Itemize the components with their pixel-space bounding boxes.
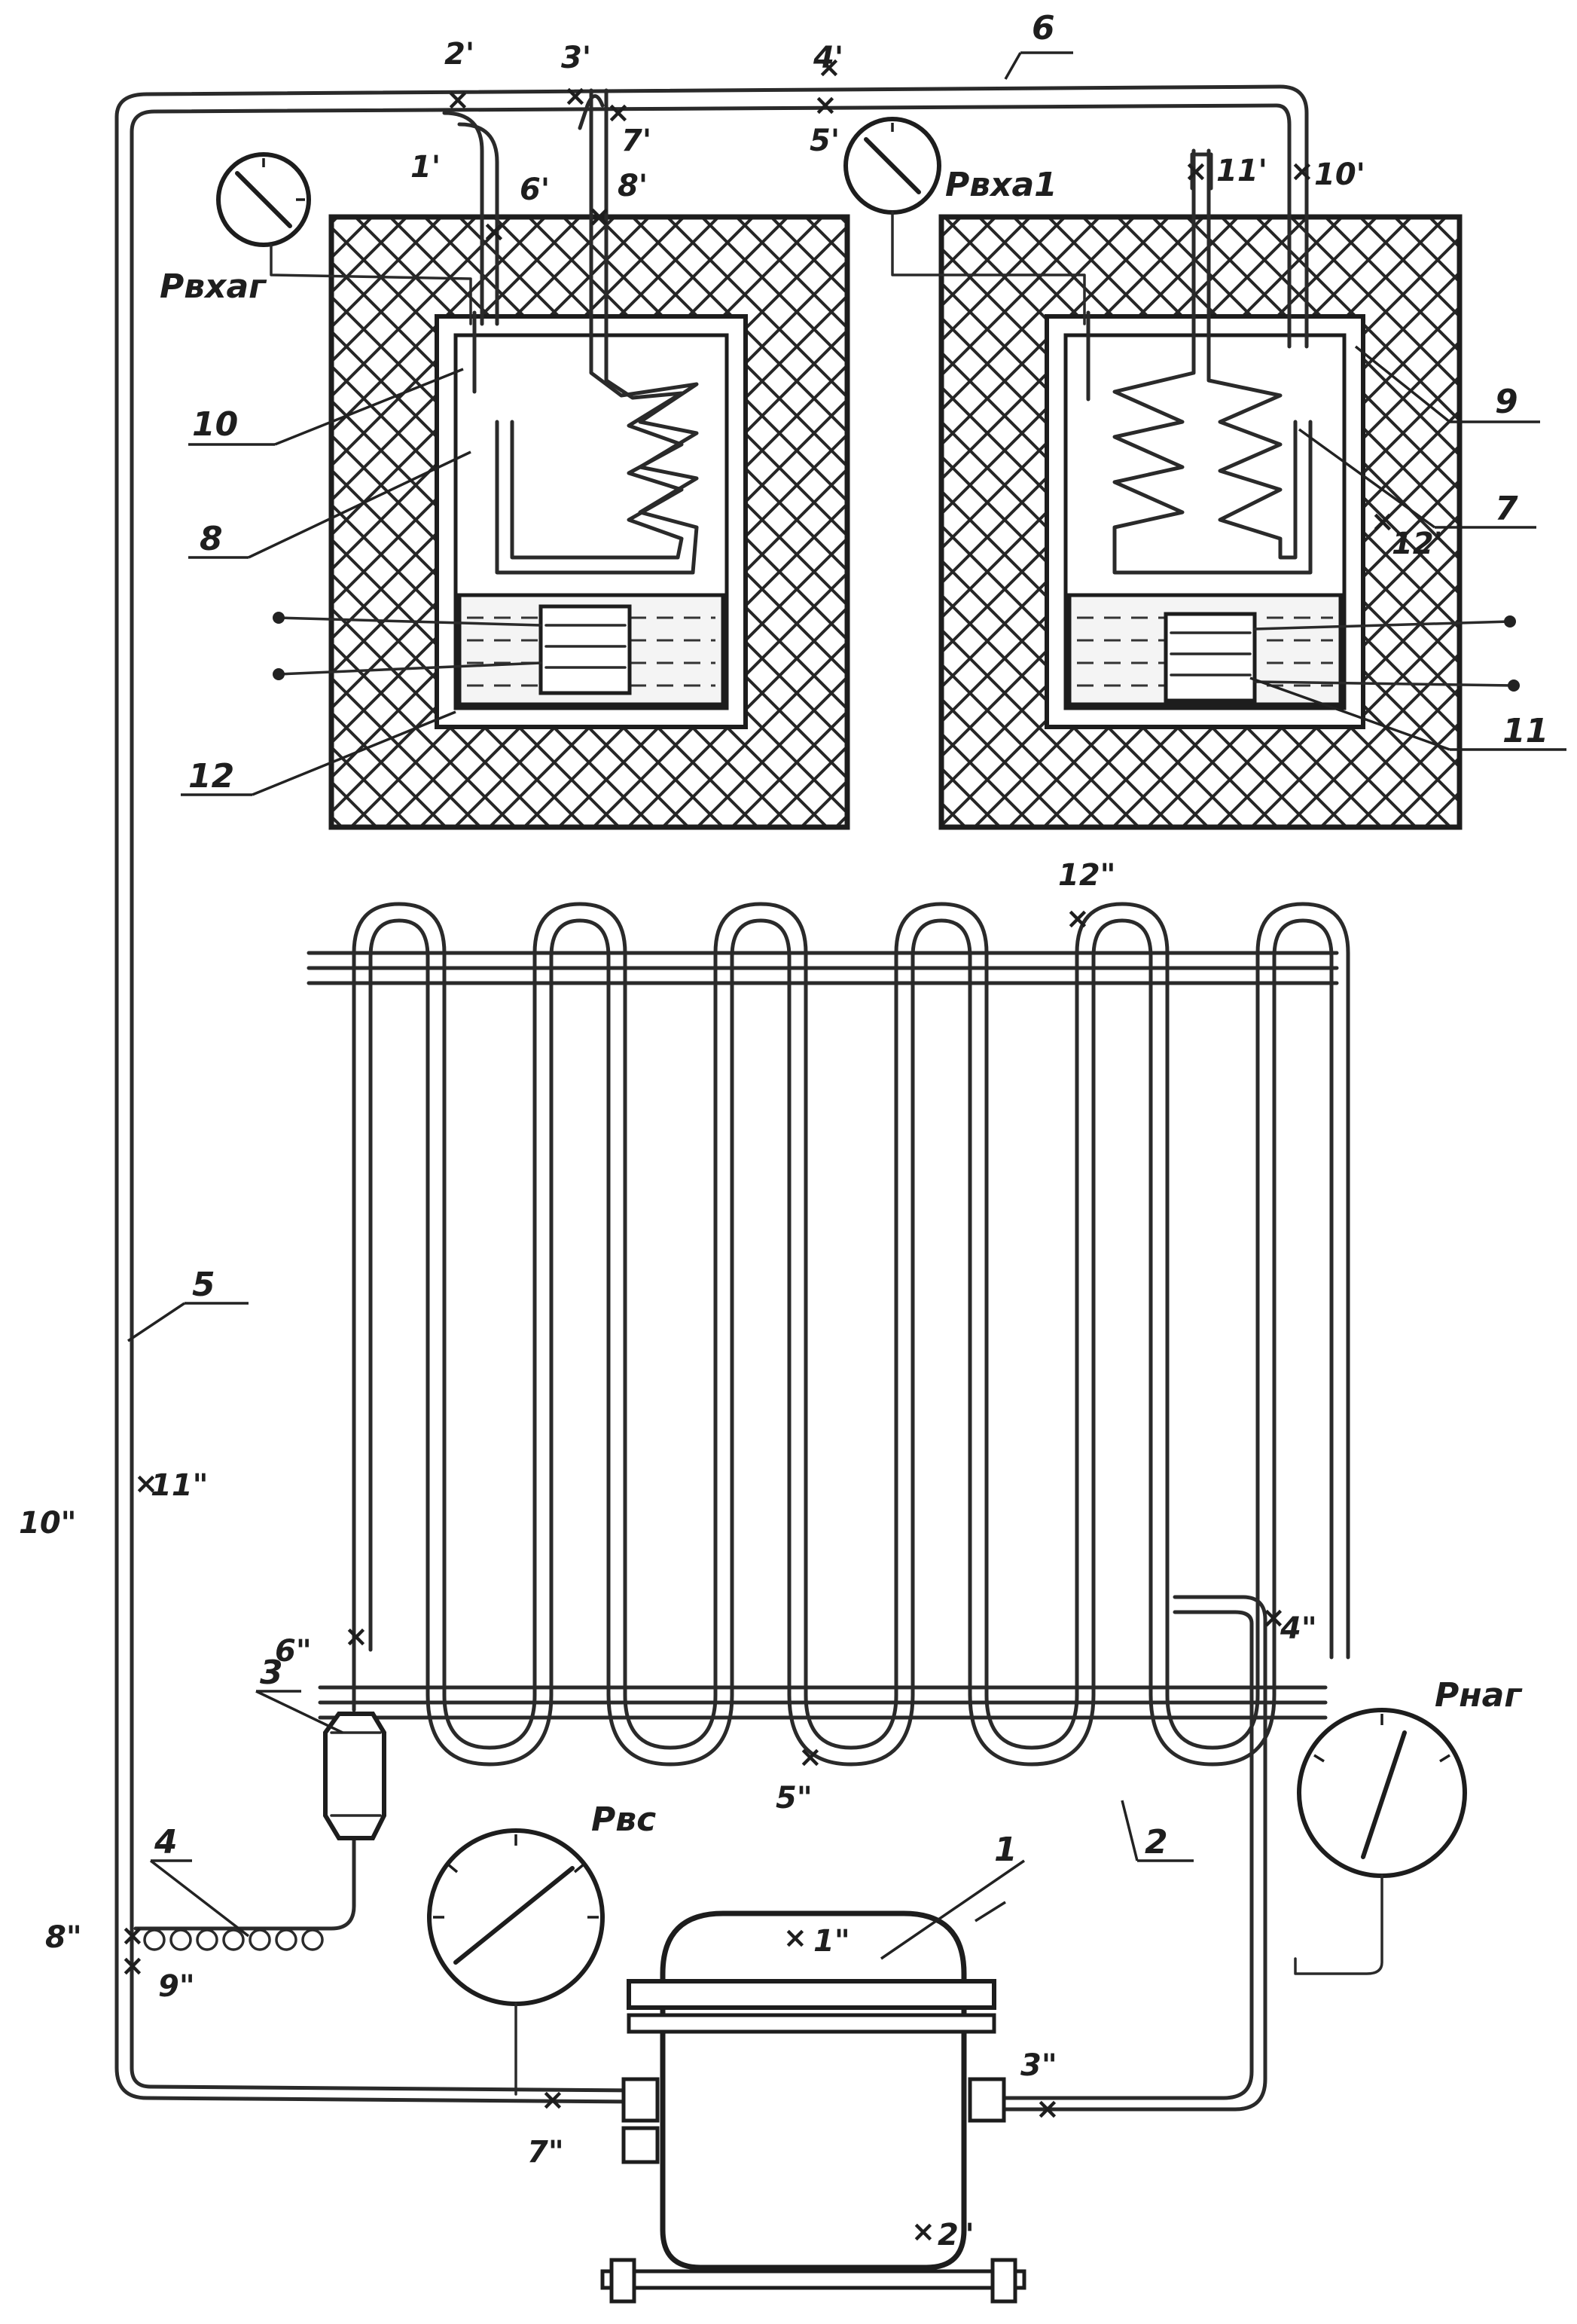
label-4: 4 bbox=[154, 1823, 178, 1861]
left-chamber bbox=[273, 88, 850, 830]
svg-text:×: × bbox=[1066, 902, 1090, 935]
label-10: 10 bbox=[192, 405, 238, 444]
gauge-label-p-vkha-1: Рвха1 bbox=[945, 166, 1057, 204]
filter-drier bbox=[323, 1712, 386, 1840]
label-12: 12 bbox=[188, 757, 234, 796]
svg-text:×: × bbox=[482, 215, 506, 248]
gauge-label-p-nag: Рнаг bbox=[1435, 1676, 1523, 1715]
label-7: 7 bbox=[1495, 490, 1518, 528]
right-chamber bbox=[938, 148, 1520, 830]
svg-text:×: × bbox=[134, 1467, 158, 1500]
point-7-prime: 7' bbox=[621, 124, 651, 158]
label-9: 9 bbox=[1495, 383, 1518, 421]
right-heater bbox=[1164, 612, 1257, 703]
svg-text:×: × bbox=[1184, 154, 1208, 188]
point-4-prime: 4' bbox=[813, 41, 843, 75]
svg-text:×: × bbox=[120, 1919, 145, 1952]
point-11-prime: 11' bbox=[1216, 154, 1267, 188]
point-2-prime: 2' bbox=[444, 37, 474, 72]
point-4-double: 4" bbox=[1280, 1611, 1317, 1646]
point-1-prime: 1' bbox=[410, 150, 441, 185]
gauge-label-p-vkha-g: Рвхаг bbox=[160, 267, 267, 306]
svg-text:×: × bbox=[1036, 2092, 1060, 2125]
point-10-double: 10" bbox=[19, 1506, 77, 1541]
svg-text:×: × bbox=[1371, 505, 1395, 538]
piping bbox=[114, 84, 1309, 2112]
measurement-points-double: × 1" × 2" × 3" × 4" × 5" × 6" × 7" × 8" … bbox=[19, 858, 1317, 2252]
label-5: 5 bbox=[192, 1266, 215, 1304]
gauge-label-p-vs: Рвс bbox=[591, 1800, 656, 1839]
svg-text:×: × bbox=[563, 79, 587, 112]
compressor bbox=[600, 1910, 1026, 2304]
capillary-coil bbox=[143, 1929, 324, 1951]
point-5-double: 5" bbox=[776, 1781, 813, 1816]
point-3-prime: 3' bbox=[561, 41, 591, 75]
gauge-p-vkha-g bbox=[216, 152, 472, 325]
gauge-labels: Рвхаг Рвха1 Рвс Рнаг bbox=[160, 166, 1523, 1839]
label-8: 8 bbox=[200, 520, 223, 558]
point-2-double: 2" bbox=[938, 2218, 975, 2252]
point-1-double: 1" bbox=[813, 1924, 850, 1959]
point-6-double: 6" bbox=[275, 1634, 312, 1669]
point-10-prime: 10' bbox=[1314, 157, 1365, 192]
point-5-prime: 5' bbox=[810, 124, 840, 158]
gauge-p-nag bbox=[1294, 1708, 1467, 1975]
point-12-prime: 12' bbox=[1392, 527, 1443, 561]
label-1: 1 bbox=[994, 1831, 1017, 1869]
point-9-double: 9" bbox=[158, 1969, 195, 2004]
svg-text:×: × bbox=[813, 88, 837, 121]
point-7-double: 7" bbox=[527, 2135, 564, 2170]
condenser bbox=[307, 902, 1350, 1767]
point-8-double: 8" bbox=[45, 1920, 82, 1955]
svg-text:×: × bbox=[120, 1949, 145, 1982]
svg-text:×: × bbox=[817, 50, 841, 84]
point-6-prime: 6' bbox=[520, 173, 550, 207]
label-3: 3 bbox=[260, 1654, 283, 1692]
left-heater bbox=[538, 604, 632, 695]
point-12-double: 12" bbox=[1058, 858, 1116, 893]
svg-text:×: × bbox=[587, 200, 612, 233]
right-inner-wall bbox=[1063, 333, 1347, 710]
svg-text:×: × bbox=[344, 1620, 368, 1653]
svg-text:×: × bbox=[783, 1921, 807, 1954]
svg-text:×: × bbox=[798, 1740, 822, 1773]
measurement-points-prime: × 1' 2' × 3' × 4' × 5' × 6' × 7' × 8' × … bbox=[410, 37, 1443, 561]
label-2: 2 bbox=[1145, 1823, 1168, 1861]
label-6: 6 bbox=[1032, 9, 1055, 47]
svg-text:×: × bbox=[541, 2083, 565, 2116]
svg-text:×: × bbox=[911, 2215, 935, 2248]
point-11-double: 11" bbox=[151, 1468, 209, 1503]
svg-text:×: × bbox=[446, 83, 470, 116]
svg-text:×: × bbox=[606, 96, 630, 129]
svg-text:×: × bbox=[1261, 1601, 1286, 1634]
number-labels: 1 2 3 4 5 6 7 8 9 10 11 12 bbox=[127, 9, 1566, 1960]
point-8-prime: 8' bbox=[618, 169, 648, 203]
gauge-p-vkha-1 bbox=[843, 117, 1086, 325]
gauge-p-vs bbox=[427, 1828, 605, 2096]
svg-text:×: × bbox=[1290, 154, 1314, 188]
point-3-double: 3" bbox=[1020, 2048, 1057, 2083]
label-11: 11 bbox=[1502, 712, 1548, 750]
